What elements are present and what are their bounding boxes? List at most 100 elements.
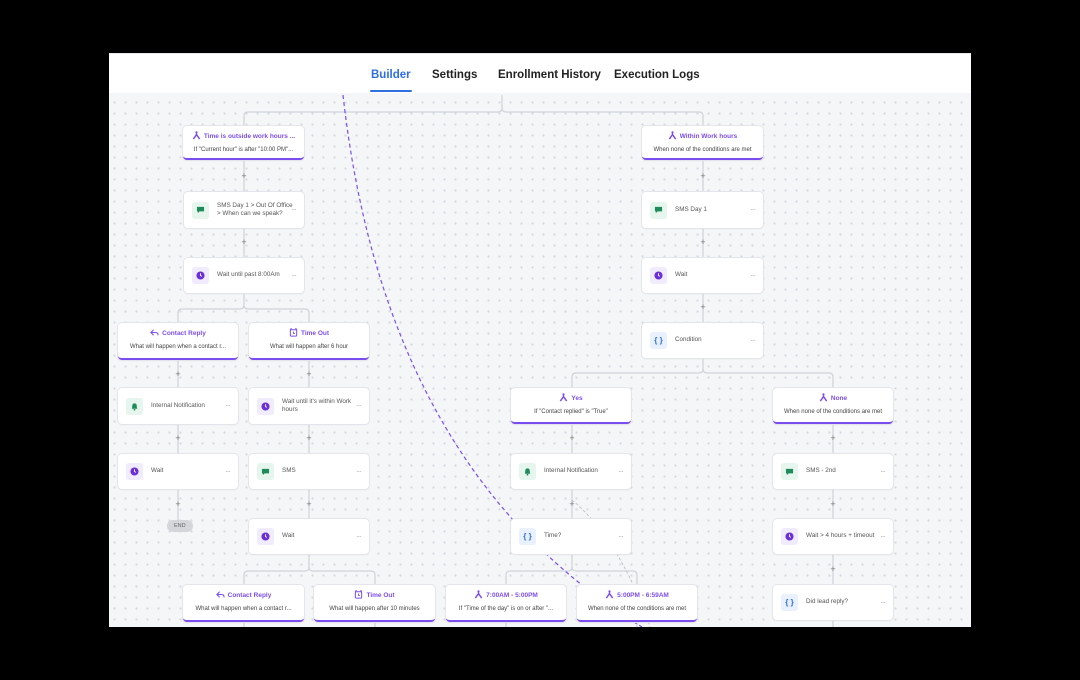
add-step-button[interactable]: + xyxy=(700,237,706,247)
branch-description: If "Time of the day" is on or after "... xyxy=(458,606,554,612)
action-node[interactable]: Wait··· xyxy=(118,454,238,489)
connector xyxy=(571,358,704,388)
clock-icon xyxy=(192,267,209,284)
action-node[interactable]: Wait ··· xyxy=(642,258,763,293)
add-step-button[interactable]: + xyxy=(830,564,836,574)
add-step-button[interactable]: + xyxy=(700,171,706,181)
add-step-button[interactable]: + xyxy=(830,433,836,443)
add-step-button[interactable]: + xyxy=(306,369,312,379)
reply-icon xyxy=(215,590,225,601)
add-step-button[interactable]: + xyxy=(175,369,181,379)
add-step-button[interactable]: + xyxy=(175,499,181,509)
more-options-icon[interactable]: ··· xyxy=(225,466,231,476)
action-node[interactable]: SMS Day 1 ··· xyxy=(642,192,763,228)
action-label: Internal Notification xyxy=(544,467,598,475)
branch-description: What will happen after 6 hour xyxy=(269,344,349,350)
action-node[interactable]: { }Condition··· xyxy=(642,323,763,358)
branch-icon xyxy=(559,393,568,404)
more-options-icon[interactable]: ··· xyxy=(225,401,231,410)
branch-icon xyxy=(192,131,201,142)
action-node[interactable]: SMS ··· xyxy=(249,454,369,489)
connector xyxy=(243,304,310,323)
clock-icon xyxy=(650,267,667,284)
more-options-icon[interactable]: ··· xyxy=(750,335,756,345)
more-options-icon[interactable]: ··· xyxy=(750,205,756,214)
action-label: SMS Day 1 xyxy=(675,205,707,213)
connector xyxy=(501,107,704,126)
action-node[interactable]: Internal Notification ··· xyxy=(511,454,631,489)
action-node[interactable]: Wait until it's within Work hours ··· xyxy=(249,388,369,424)
sms-icon xyxy=(650,201,667,219)
more-options-icon[interactable]: ··· xyxy=(880,597,886,607)
add-step-button[interactable]: + xyxy=(241,237,247,247)
branch-title: Time is outside work hours ... xyxy=(183,131,304,142)
more-options-icon[interactable]: ··· xyxy=(291,205,297,214)
condition-icon: { } xyxy=(519,528,536,545)
action-node[interactable]: Wait > 4 hours + timeout ··· xyxy=(773,519,893,554)
tab-builder[interactable]: Builder xyxy=(370,69,412,92)
add-step-button[interactable]: + xyxy=(175,433,181,443)
add-step-button[interactable]: + xyxy=(241,171,247,181)
action-node[interactable]: SMS Day 1 > Out Of Office > When can we … xyxy=(184,192,304,228)
connector xyxy=(177,293,245,323)
action-label: Time? xyxy=(544,532,562,540)
more-options-icon[interactable]: ··· xyxy=(618,531,624,541)
branch-title: Contact Reply xyxy=(118,328,238,339)
action-node[interactable]: { } Time? ··· xyxy=(511,519,631,554)
action-label: Wait until it's within Work hours xyxy=(282,397,352,414)
branch-title: Time Out xyxy=(314,590,435,601)
action-node[interactable]: Wait until past 8:00Am··· xyxy=(184,258,304,293)
action-label: Wait xyxy=(675,271,688,279)
action-node[interactable]: Wait ··· xyxy=(249,519,369,554)
workflow-canvas[interactable]: Builder Settings Enrollment History Exec… xyxy=(109,53,971,627)
action-node[interactable]: { }Did lead reply?··· xyxy=(773,585,893,620)
tab-enrollment-history[interactable]: Enrollment History xyxy=(498,69,601,81)
action-label: SMS xyxy=(282,467,296,475)
branch-title: 5:00PM - 6:59AM xyxy=(577,590,697,601)
branch-node[interactable]: 7:00AM - 5:00PM If "Time of the day" is o… xyxy=(446,585,566,622)
tab-settings[interactable]: Settings xyxy=(432,69,478,81)
branch-description: What will happen when a contact r... xyxy=(195,606,292,612)
connector xyxy=(505,554,573,585)
branch-description: If "Contact replied" is "True" xyxy=(534,409,608,415)
connector xyxy=(308,566,376,585)
action-label: Wait xyxy=(282,532,295,540)
add-step-button[interactable]: + xyxy=(700,302,706,312)
add-step-button[interactable]: + xyxy=(569,433,575,443)
add-step-button[interactable]: + xyxy=(830,499,836,509)
branch-title: Time Out xyxy=(249,328,369,339)
action-node[interactable]: Internal Notification ··· xyxy=(118,388,238,424)
action-label: Wait > 4 hours + timeout xyxy=(806,532,875,540)
more-options-icon[interactable]: ··· xyxy=(356,531,362,541)
add-step-button[interactable]: + xyxy=(569,499,575,509)
clock-icon xyxy=(257,397,274,415)
connector xyxy=(702,368,834,388)
connector xyxy=(243,554,310,585)
sms-icon xyxy=(781,463,798,480)
more-options-icon[interactable]: ··· xyxy=(618,466,624,476)
end-marker: END xyxy=(167,520,193,532)
branch-description: When none of the conditions are met xyxy=(653,147,752,153)
more-options-icon[interactable]: ··· xyxy=(880,531,886,541)
branch-icon xyxy=(474,590,483,601)
branch-node[interactable]: Time is outside work hours ...If "Curren… xyxy=(183,126,304,160)
more-options-icon[interactable]: ··· xyxy=(356,401,362,410)
more-options-icon[interactable]: ··· xyxy=(880,466,886,476)
action-node[interactable]: SMS - 2nd··· xyxy=(773,454,893,489)
more-options-icon[interactable]: ··· xyxy=(356,466,362,476)
branch-title: 7:00AM - 5:00PM xyxy=(446,590,566,601)
tab-execution-logs[interactable]: Execution Logs xyxy=(614,69,700,81)
add-step-button[interactable]: + xyxy=(306,433,312,443)
add-step-button[interactable]: + xyxy=(306,499,312,509)
action-label: Internal Notification xyxy=(151,401,205,409)
more-options-icon[interactable]: ··· xyxy=(750,270,756,280)
more-options-icon[interactable]: ··· xyxy=(291,270,297,280)
